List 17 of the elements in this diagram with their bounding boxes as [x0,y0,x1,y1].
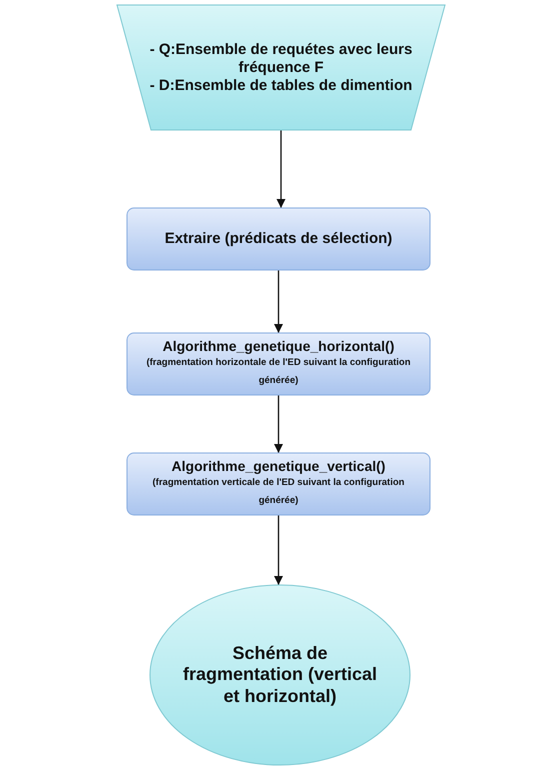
node-title: Algorithme_genetique_horizontal() [162,338,394,354]
node-title: Algorithme_genetique_vertical() [172,458,386,474]
node-title: - Q:Ensemble de requétes avec leurs fréquence F [148,40,414,76]
input-trapezoid [117,5,445,130]
node-description: - D:Ensemble de tables de dimention [150,76,412,94]
arrow [274,515,284,585]
arrow [274,395,284,453]
node-title: Schéma de fragmentation (vertical et horizontal) [182,642,378,708]
arrow [274,270,284,333]
process-box [127,333,430,395]
arrow [276,130,286,208]
process-box [127,453,430,515]
node-description: (fragmentation verticale de l'ED suivant la configuration générée) [152,476,406,508]
node-title: Extraire (prédicats de sélection) [164,230,392,248]
process-box [127,208,430,270]
node-description: (fragmentation horizontale de l'ED suivant la configuration générée) [145,356,412,388]
terminal-ellipse [150,585,410,765]
